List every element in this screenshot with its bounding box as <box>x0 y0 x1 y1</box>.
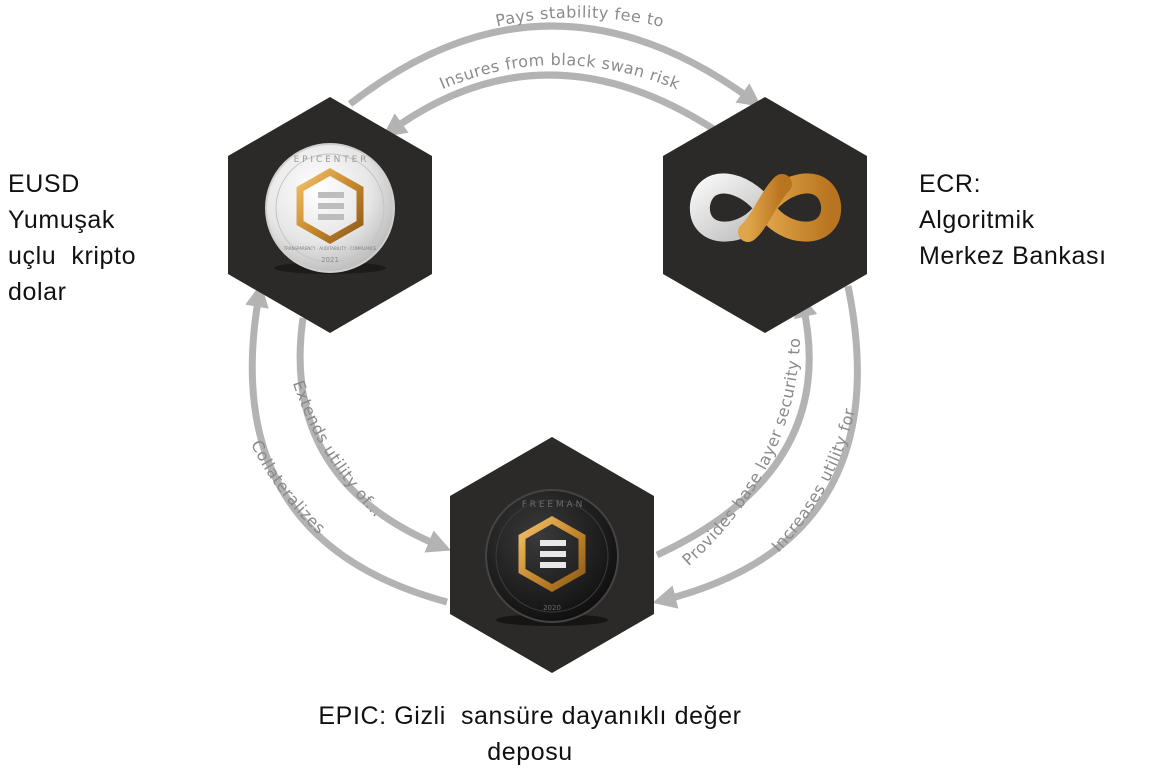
svg-text:E P I C E N T E R: E P I C E N T E R <box>294 155 367 165</box>
ecr-label-line: Merkez Bankası <box>919 242 1107 270</box>
svg-text:TRANSPARENCY · AUDITABILITY ·: TRANSPARENCY · AUDITABILITY · COMPLIANCE <box>283 246 377 251</box>
ecr-label-line: Algoritmik <box>919 206 1035 234</box>
eusd-label: EUSD Yumuşak uçlu kripto dolar <box>8 166 136 310</box>
ecr-label: ECR: Algoritmik Merkez Bankası <box>919 166 1107 274</box>
node-eusd: E P I C E N T E R TRANSPARENCY · AUDITAB… <box>228 97 432 333</box>
eusd-label-line: EUSD <box>8 170 80 198</box>
edge-label-epic-to-eusd: Collateralizes <box>247 437 329 538</box>
epic-label: EPIC: Gizli sansüre dayanıklı değer depo… <box>280 698 780 770</box>
node-ecr <box>663 97 867 333</box>
eusd-label-line: uçlu kripto <box>8 242 137 270</box>
black-freeman-coin-icon: F R E E M A N 2020 <box>485 489 619 626</box>
svg-text:F R E E M A N: F R E E M A N <box>522 500 583 510</box>
arrow-eusd-to-ecr <box>347 22 762 108</box>
silver-epicenter-coin-icon: E P I C E N T E R TRANSPARENCY · AUDITAB… <box>265 143 395 274</box>
arrow-eusd-to-epic <box>296 317 451 553</box>
gold-silver-infinity-icon <box>690 173 842 242</box>
svg-text:2020: 2020 <box>543 604 561 612</box>
epic-label-line: EPIC: Gizli sansüre dayanıklı değer <box>318 702 742 730</box>
svg-text:2021: 2021 <box>321 256 339 264</box>
eusd-label-line: dolar <box>8 278 67 306</box>
epic-label-line: deposu <box>487 738 573 766</box>
arrow-epic-to-eusd <box>245 283 448 606</box>
ecr-label-line: ECR: <box>919 170 982 198</box>
eusd-label-line: Yumuşak <box>8 206 116 234</box>
arrow-ecr-to-epic <box>652 285 861 609</box>
node-epic: F R E E M A N 2020 <box>450 437 654 673</box>
arrow-ecr-to-eusd <box>382 71 717 137</box>
arrow-epic-to-ecr <box>655 293 818 559</box>
